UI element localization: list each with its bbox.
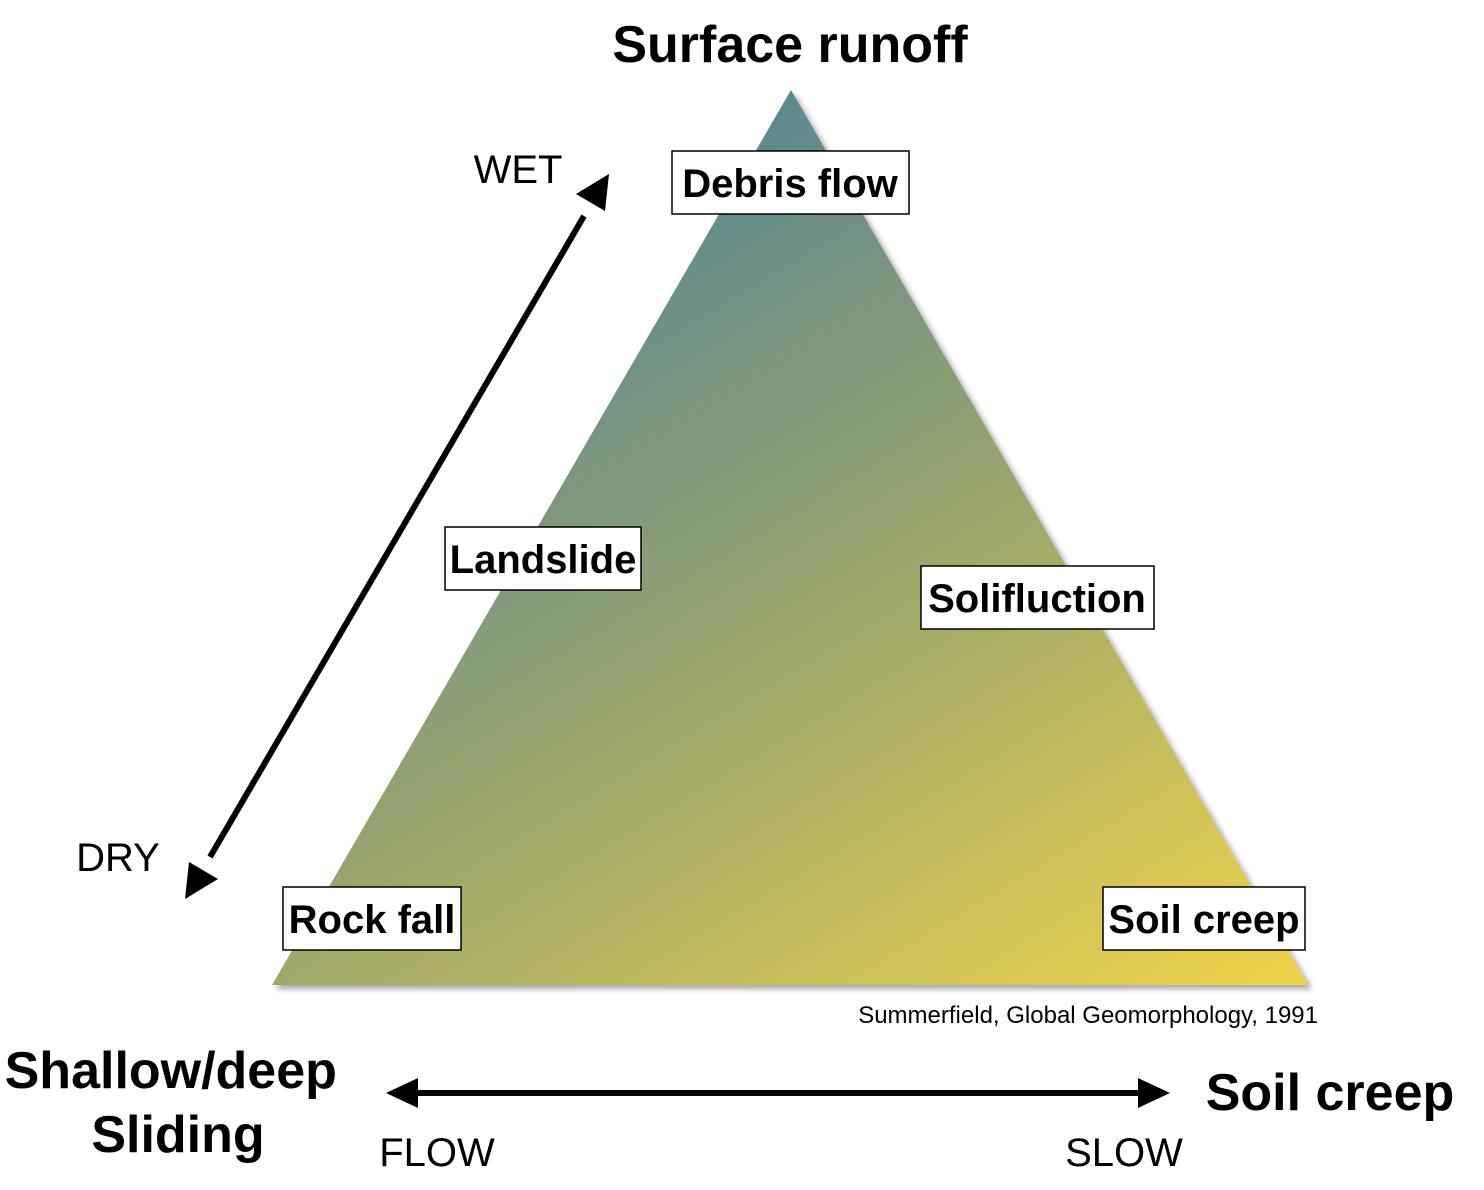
region-label: Solifluction [928, 577, 1146, 621]
apex-left-line-1: Shallow/deep [5, 1042, 337, 1100]
apex-left-line-2: Sliding [91, 1106, 264, 1164]
region-soil-creep: Soil creep [1102, 886, 1306, 951]
region-solifluction: Solifluction [920, 565, 1155, 630]
apex-top-label: Surface runoff [612, 16, 968, 74]
slow-arrowhead [1138, 1078, 1170, 1108]
citation: Summerfield, Global Geomorphology, 1991 [858, 1002, 1318, 1029]
region-label: Debris flow [682, 162, 898, 206]
apex-left-label: Shallow/deep Sliding [5, 1042, 352, 1164]
apex-right-label: Soil creep [1206, 1064, 1455, 1122]
region-label: Landslide [450, 538, 637, 582]
wet-label: WET [474, 148, 563, 192]
slow-label: SLOW [1065, 1131, 1183, 1175]
wet-dry-arrow [185, 174, 609, 899]
region-box [1102, 886, 1306, 951]
flow-arrowhead [386, 1078, 418, 1108]
region-landslide: Landslide [444, 526, 642, 591]
dry-label: DRY [76, 836, 160, 880]
region-debris-flow: Debris flow [671, 150, 910, 215]
wet-arrowhead [576, 174, 609, 211]
region-label: Rock fall [289, 898, 456, 942]
region-rock-fall: Rock fall [282, 886, 462, 951]
flow-slow-arrow [386, 1078, 1170, 1108]
region-box [671, 150, 910, 215]
region-box [282, 886, 462, 951]
dry-arrowhead [185, 862, 218, 899]
region-box [920, 565, 1155, 630]
ternary-triangle [272, 90, 1308, 985]
flow-label: FLOW [379, 1131, 495, 1175]
region-label: Soil creep [1108, 898, 1299, 942]
region-box [444, 526, 642, 591]
